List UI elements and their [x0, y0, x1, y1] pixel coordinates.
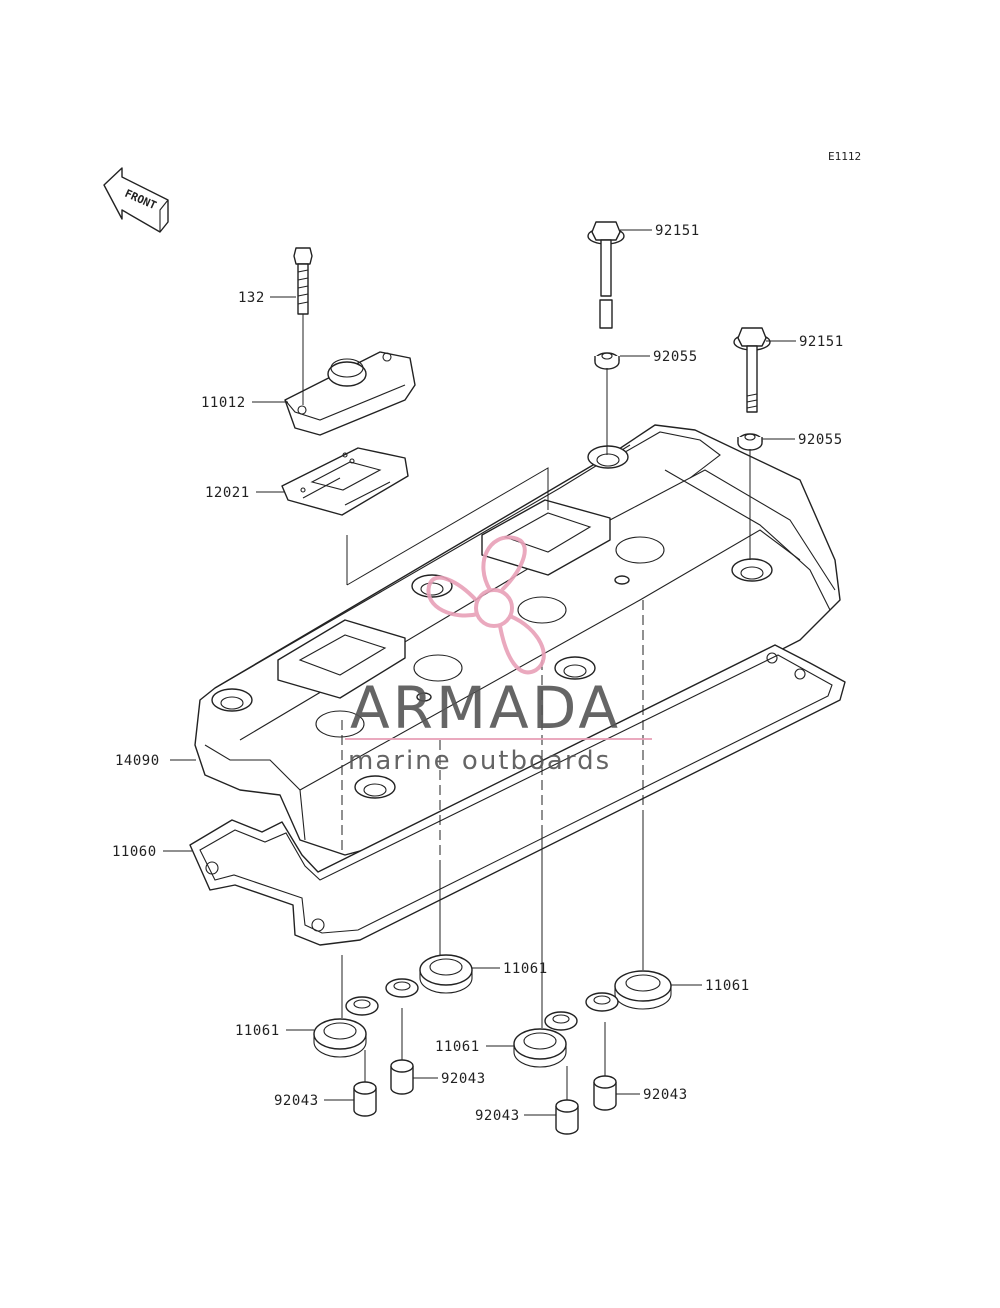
grommet-92055-a — [594, 352, 620, 370]
front-arrow-icon: FRONT — [103, 167, 169, 233]
callout-12021: 12021 — [205, 485, 250, 501]
cap-11012 — [284, 351, 416, 436]
callout-leaders — [163, 229, 796, 1116]
callout-11061-b: 11061 — [705, 978, 750, 994]
head-cover-gasket — [189, 644, 846, 946]
bolt-92151-b — [733, 327, 771, 413]
dowel-92043-c — [555, 1099, 579, 1135]
plug-seal-11061-b — [419, 954, 473, 994]
callout-labels: 132 11012 12021 14090 11060 92151 92055 … — [112, 223, 844, 1124]
small-seal-group — [345, 978, 619, 1031]
callout-11060: 11060 — [112, 844, 157, 860]
callout-11061-c: 11061 — [235, 1023, 280, 1039]
dowel-92043-a — [353, 1081, 377, 1117]
plug-seal-11061-a — [313, 1018, 367, 1058]
callout-11061-d: 11061 — [435, 1039, 480, 1055]
callout-11012: 11012 — [201, 395, 246, 411]
watermark: ARMADA marine outboards — [345, 535, 652, 776]
plug-seal-11061-d — [614, 970, 672, 1010]
dowel-92043-b — [390, 1059, 414, 1095]
callout-92151-b: 92151 — [799, 334, 844, 350]
callout-92043-d: 92043 — [475, 1108, 520, 1124]
dowel-92043-d — [593, 1075, 617, 1111]
grommet-92055-b — [737, 433, 763, 451]
callout-92043-a: 92043 — [441, 1071, 486, 1087]
callout-14090: 14090 — [115, 753, 160, 769]
watermark-tagline: marine outboards — [348, 746, 611, 776]
propeller-logo-icon — [426, 535, 546, 675]
callout-92055-b: 92055 — [798, 432, 843, 448]
plug-seal-11061-c — [513, 1028, 567, 1068]
diagram-id: E1112 — [828, 150, 861, 163]
callout-92151-a: 92151 — [655, 223, 700, 239]
watermark-brand: ARMADA — [350, 674, 621, 742]
gasket-12021 — [281, 447, 409, 516]
cylinder-head-cover — [194, 424, 841, 856]
callout-11061-a: 11061 — [503, 961, 548, 977]
callout-132: 132 — [238, 290, 265, 306]
assembly-guide-lines — [302, 314, 751, 1100]
bolt-92151-a — [587, 221, 625, 329]
callout-92043-c: 92043 — [274, 1093, 319, 1109]
bolt-132 — [293, 247, 313, 315]
callout-92055-a: 92055 — [653, 349, 698, 365]
callout-92043-b: 92043 — [643, 1087, 688, 1103]
